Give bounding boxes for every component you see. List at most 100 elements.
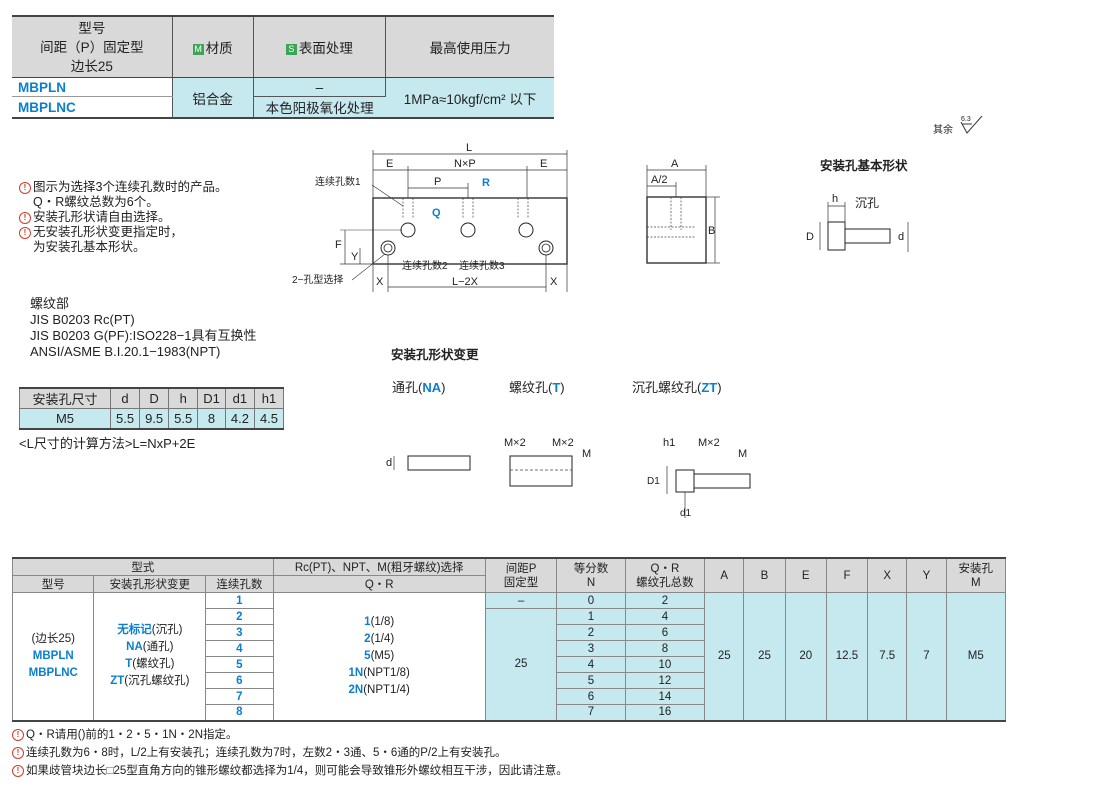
mount-header-h1: h1 xyxy=(253,387,285,409)
dim-P: P xyxy=(434,176,441,188)
dim-NxP: N×P xyxy=(454,158,476,170)
pressure-header: 最高使用压力 xyxy=(385,16,554,78)
bt-pitch: 25 xyxy=(484,608,558,721)
block-outline xyxy=(372,197,568,265)
dim-A2: A/2 xyxy=(651,174,668,186)
shape-zt-label: 沉孔螺纹孔(ZT) xyxy=(632,380,722,395)
caution-icon: ! xyxy=(12,765,24,777)
label-cont1: 连续孔数1 xyxy=(315,175,361,188)
bt-header-model: 型号 xyxy=(11,575,95,593)
mount-value-D: 9.5 xyxy=(139,408,170,430)
bt-total: 4 xyxy=(624,608,706,625)
roughness-value: 6.3 xyxy=(961,116,971,123)
bt-count: 4 xyxy=(205,640,274,657)
dim-Y: Y xyxy=(351,251,359,263)
bt-total: 10 xyxy=(624,656,706,673)
bt-count: 8 xyxy=(205,704,274,721)
surface-value-1: – xyxy=(253,77,387,97)
shape-t-label: 螺纹孔(T) xyxy=(509,380,565,395)
model-mbpln: MBPLN xyxy=(12,77,173,97)
bt-header-Y: Y xyxy=(906,557,947,593)
caution-icon: ! xyxy=(19,182,31,194)
mount-header-D1: D1 xyxy=(197,387,226,409)
mount-value-size: M5 xyxy=(19,408,111,430)
bt-count: 6 xyxy=(205,672,274,689)
roughness-label: 其余 xyxy=(933,125,953,136)
basic-shape-title: 安装孔基本形状 xyxy=(820,159,908,173)
dim-X-left: X xyxy=(376,276,384,288)
bt-header-E: E xyxy=(784,557,827,593)
bt-F: 12.5 xyxy=(825,592,869,721)
mount-value-d: 5.5 xyxy=(109,408,141,430)
footnotes: !Q・R请用()前的1・2・5・1N・2N指定。 !连续孔数为6・8时，L/2上… xyxy=(12,726,568,780)
label-t-m: M xyxy=(582,448,591,460)
mount-value-h1: 4.5 xyxy=(253,408,285,430)
label-cont3: 连续孔数3 xyxy=(459,259,505,272)
mount-header-h: h xyxy=(168,387,199,409)
bt-header-X: X xyxy=(867,557,908,593)
bt-count: 3 xyxy=(205,624,274,641)
mount-header-size: 安装孔尺寸 xyxy=(19,387,111,409)
bt-count: 1 xyxy=(205,592,274,609)
bt-header-shape: 安装孔形状变更 xyxy=(93,575,207,593)
bt-A: 25 xyxy=(704,592,745,721)
label-t-mx2-a: M×2 xyxy=(504,437,526,449)
bt-n: 5 xyxy=(556,672,626,689)
label-zt-D1: D1 xyxy=(647,476,660,487)
shape-na-label: 通孔(NA) xyxy=(392,380,446,395)
caution-icon: ! xyxy=(19,227,31,239)
dim-E-left: E xyxy=(386,158,393,170)
bt-header-qr: Q・R xyxy=(272,575,486,593)
bt-n: 1 xyxy=(556,608,626,625)
bt-n: 2 xyxy=(556,624,626,641)
bt-thread-cell: 1(1/8) 2(1/4) 5(M5) 1N(NPT1/8) 2N(NPT1/4… xyxy=(272,592,486,721)
bt-n: 4 xyxy=(556,656,626,673)
mount-value-D1: 8 xyxy=(197,408,226,430)
mount-value-d1: 4.2 xyxy=(224,408,255,430)
bt-model-cell: (边长25) MBPLN MBPLNC xyxy=(11,592,95,721)
model-header: 型号 间距（P）固定型 边长25 xyxy=(12,16,173,78)
label-h: h xyxy=(832,193,838,205)
bt-header-type: 型式 xyxy=(12,557,274,576)
formula: <L尺寸的计算方法>L=NxP+2E xyxy=(19,436,196,451)
bt-count: 5 xyxy=(205,656,274,673)
bt-header-B: B xyxy=(743,557,786,593)
bt-n: 0 xyxy=(556,592,626,609)
pressure-value: 1MPa≈10kgf/cm² 以下 xyxy=(385,77,554,118)
dim-L: L xyxy=(466,142,472,154)
bt-count: 2 xyxy=(205,608,274,625)
bt-B: 25 xyxy=(743,592,786,721)
shape-change-drawings: d M×2 M×2 M h1 M×2 M D1 d1 xyxy=(386,437,751,519)
dim-F: F xyxy=(335,239,342,251)
dim-A: A xyxy=(671,158,679,170)
label-zt-mx2: M×2 xyxy=(698,437,720,449)
bt-n: 3 xyxy=(556,640,626,657)
notes-block: !图示为选择3个连续孔数时的产品。 Q・R螺纹总数为6个。 !安装孔形状请自由选… xyxy=(19,180,227,255)
mount-header-d: d xyxy=(109,387,141,409)
bt-pitch-dash: – xyxy=(484,592,558,609)
label-cont2: 连续孔数2 xyxy=(402,259,448,272)
bt-E: 20 xyxy=(784,592,827,721)
label-two-hole: 2−孔型选择 xyxy=(292,273,343,286)
bt-header-count: 连续孔数 xyxy=(205,575,274,593)
surface-value-2: 本色阳极氧化处理 xyxy=(253,96,386,118)
bt-total: 2 xyxy=(624,592,706,609)
label-zt-m: M xyxy=(738,448,747,460)
label-zt-d1: d1 xyxy=(680,508,692,519)
bt-n: 7 xyxy=(556,704,626,721)
caution-icon: ! xyxy=(12,747,24,759)
bt-M: M5 xyxy=(945,592,1007,721)
label-na-d: d xyxy=(386,457,392,469)
model-mbplnc: MBPLNC xyxy=(12,96,173,118)
material-value: 铝合金 xyxy=(172,77,254,118)
bt-Y: 7 xyxy=(906,592,947,721)
mount-header-D: D xyxy=(139,387,170,409)
dim-B: B xyxy=(708,225,715,237)
